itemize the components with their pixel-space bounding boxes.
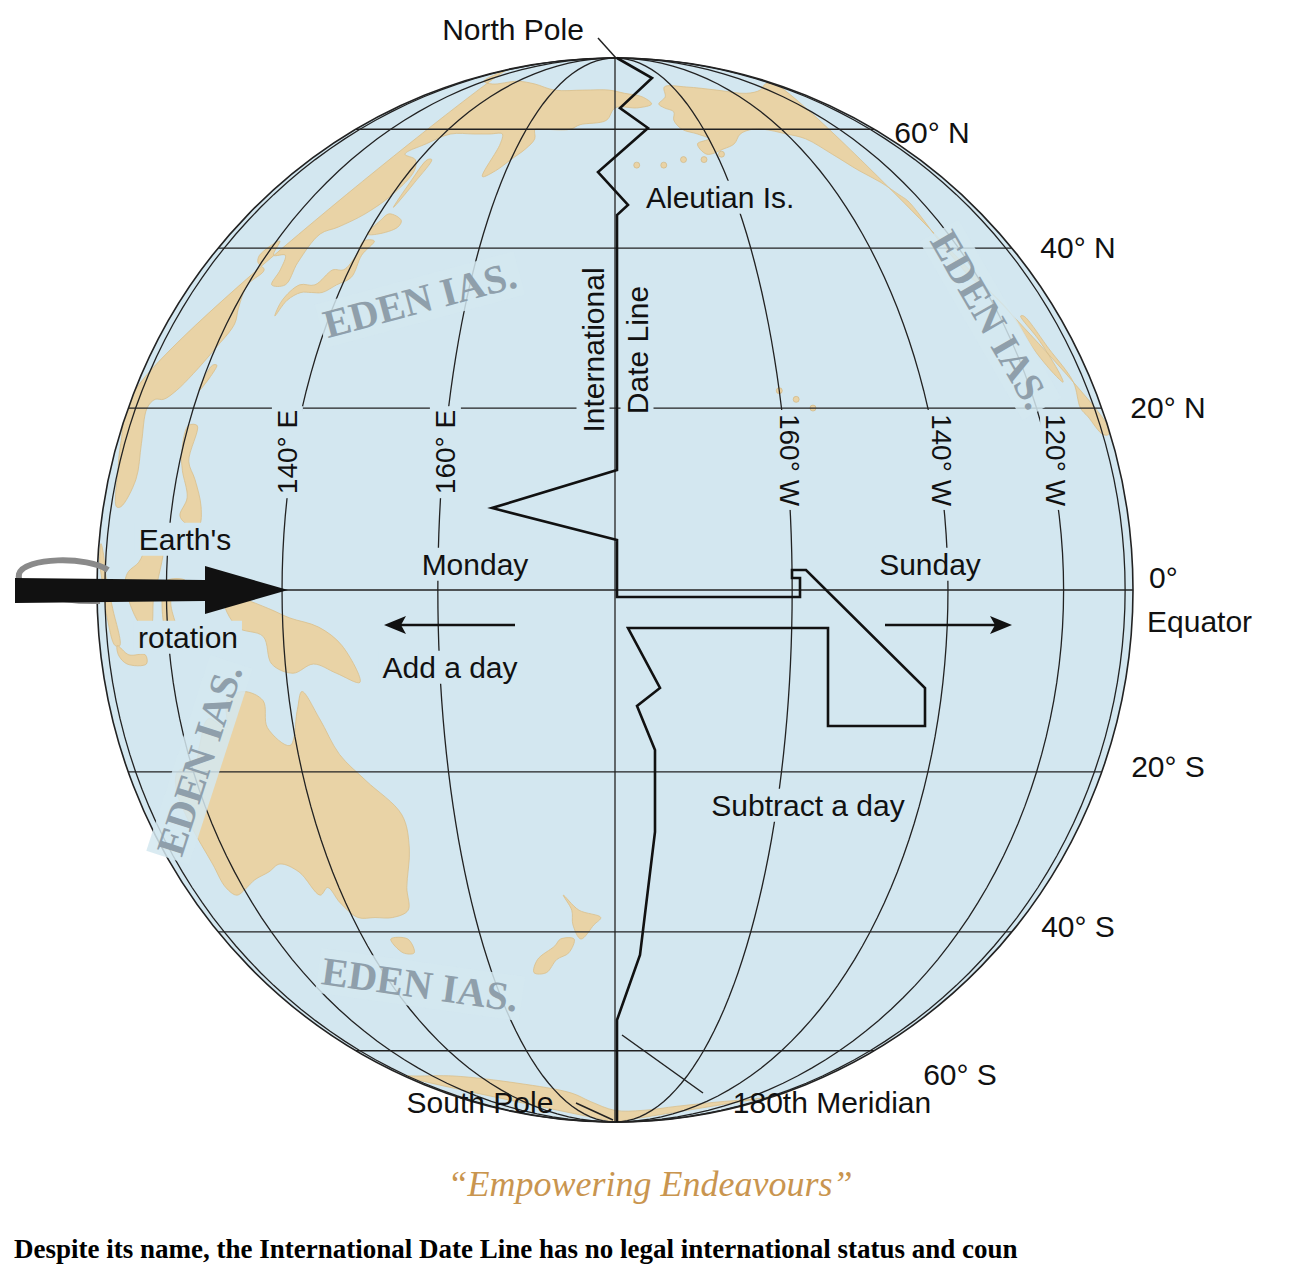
day-label-wrap: Monday: [418, 548, 533, 583]
land-mass: [393, 159, 431, 207]
watermark: EDEN IAS.: [146, 655, 252, 865]
date-line-title: International Date Line: [577, 263, 654, 436]
subtract-day-arrow: [885, 624, 996, 627]
meridian-label: 140° E: [272, 406, 303, 498]
parallel-label-wrap: 60° S: [919, 1058, 1001, 1093]
rotation-label: rotation: [134, 621, 242, 654]
meridian-line: [615, 58, 1064, 1122]
leader-line: [598, 38, 616, 58]
meridian-label-wrap: 140° W: [925, 410, 957, 510]
watermark: EDEN IAS.: [315, 251, 525, 348]
land-mass: [180, 424, 201, 526]
meridian-line: [614, 58, 615, 1122]
arrow-head: [990, 616, 1012, 634]
caption-text-wrap: Despite its name, the International Date…: [10, 1234, 1022, 1265]
meridian-label-wrap: 180th Meridian: [729, 1086, 935, 1121]
pole-label: South Pole: [403, 1086, 558, 1119]
day-label: Sunday: [875, 548, 985, 581]
meridian-line: [615, 58, 792, 1122]
leader-line: [622, 1035, 703, 1093]
island: [701, 157, 707, 163]
rotation-label-wrap: rotation: [134, 621, 242, 656]
meridian-line: [615, 58, 1125, 1122]
parallel-label-wrap: 20° S: [1127, 750, 1209, 785]
meridian-line: [615, 58, 948, 1122]
equator-label: Equator: [1143, 605, 1256, 638]
parallel-label: 20° N: [1126, 391, 1209, 424]
note-label: Subtract a day: [707, 789, 908, 822]
caption-text: Despite its name, the International Date…: [10, 1234, 1022, 1264]
rotation-label-wrap: Earth's: [135, 523, 235, 558]
island: [634, 162, 640, 168]
meridian-label: 140° W: [926, 410, 957, 510]
day-label: Monday: [418, 548, 533, 581]
leader-line: [576, 1103, 613, 1120]
parallel-label: 20° S: [1127, 750, 1209, 783]
date-line-title-wrap: International Date Line: [572, 250, 659, 450]
island: [793, 396, 799, 402]
add-day-arrow: [400, 624, 515, 627]
note-label: Add a day: [378, 651, 521, 684]
parallel-label: 60° S: [919, 1058, 1001, 1091]
watermark: “Empowering Endeavours”: [444, 1164, 857, 1204]
parallel-label-wrap: 40° N: [1036, 231, 1119, 266]
watermark-wrap: “Empowering Endeavours”: [444, 1164, 857, 1205]
watermark-wrap: EDEN IAS.: [315, 251, 526, 349]
land-mass: [391, 937, 415, 954]
island: [661, 162, 667, 168]
equator-label: 0°: [1145, 561, 1182, 594]
rotation-label: Earth's: [135, 523, 235, 556]
date-line-group: [492, 58, 925, 1122]
equator-label-wrap: Equator: [1143, 605, 1256, 640]
parallel-label-wrap: 40° S: [1037, 910, 1119, 945]
equator-label-wrap: 0°: [1145, 561, 1182, 596]
rotation-arrow: [15, 566, 288, 614]
pole-label-wrap: North Pole: [438, 13, 588, 48]
meridian-label: 120° W: [1040, 410, 1071, 510]
arrow-head: [384, 616, 406, 634]
watermark: EDEN IAS.: [919, 219, 1061, 420]
meridian-label-wrap: 160° W: [773, 410, 805, 510]
place-label-wrap: Aleutian Is.: [642, 181, 798, 216]
land-mass: [534, 938, 575, 974]
parallel-label-wrap: 20° N: [1126, 391, 1209, 426]
parallel-label: 60° N: [890, 116, 973, 149]
meridian-label: 180th Meridian: [729, 1086, 935, 1119]
place-label: Aleutian Is.: [642, 181, 798, 214]
island: [680, 157, 686, 163]
watermark-wrap: EDEN IAS.: [315, 948, 525, 1022]
parallel-label: 40° N: [1036, 231, 1119, 264]
meridian-label: 160° E: [430, 406, 461, 498]
watermark-wrap: EDEN IAS.: [146, 655, 253, 865]
note-label-wrap: Add a day: [378, 651, 521, 686]
meridian-label-wrap: 160° E: [430, 406, 462, 498]
day-label-wrap: Sunday: [875, 548, 985, 583]
watermark: EDEN IAS.: [315, 948, 525, 1021]
note-label-wrap: Subtract a day: [707, 789, 908, 824]
meridian-line: [438, 58, 615, 1122]
meridian-label-wrap: 120° W: [1039, 410, 1071, 510]
parallel-label-wrap: 60° N: [890, 116, 973, 151]
meridian-label: 160° W: [774, 410, 805, 510]
pole-label-wrap: South Pole: [403, 1086, 558, 1121]
meridian-label-wrap: 140° E: [272, 406, 304, 498]
watermark-wrap: EDEN IAS.: [919, 219, 1062, 420]
land-mass: [199, 365, 217, 391]
date-line: [492, 58, 925, 1122]
parallel-label: 40° S: [1037, 910, 1119, 943]
meridian-line: [282, 58, 615, 1122]
island: [718, 151, 724, 157]
pole-label: North Pole: [438, 13, 588, 46]
